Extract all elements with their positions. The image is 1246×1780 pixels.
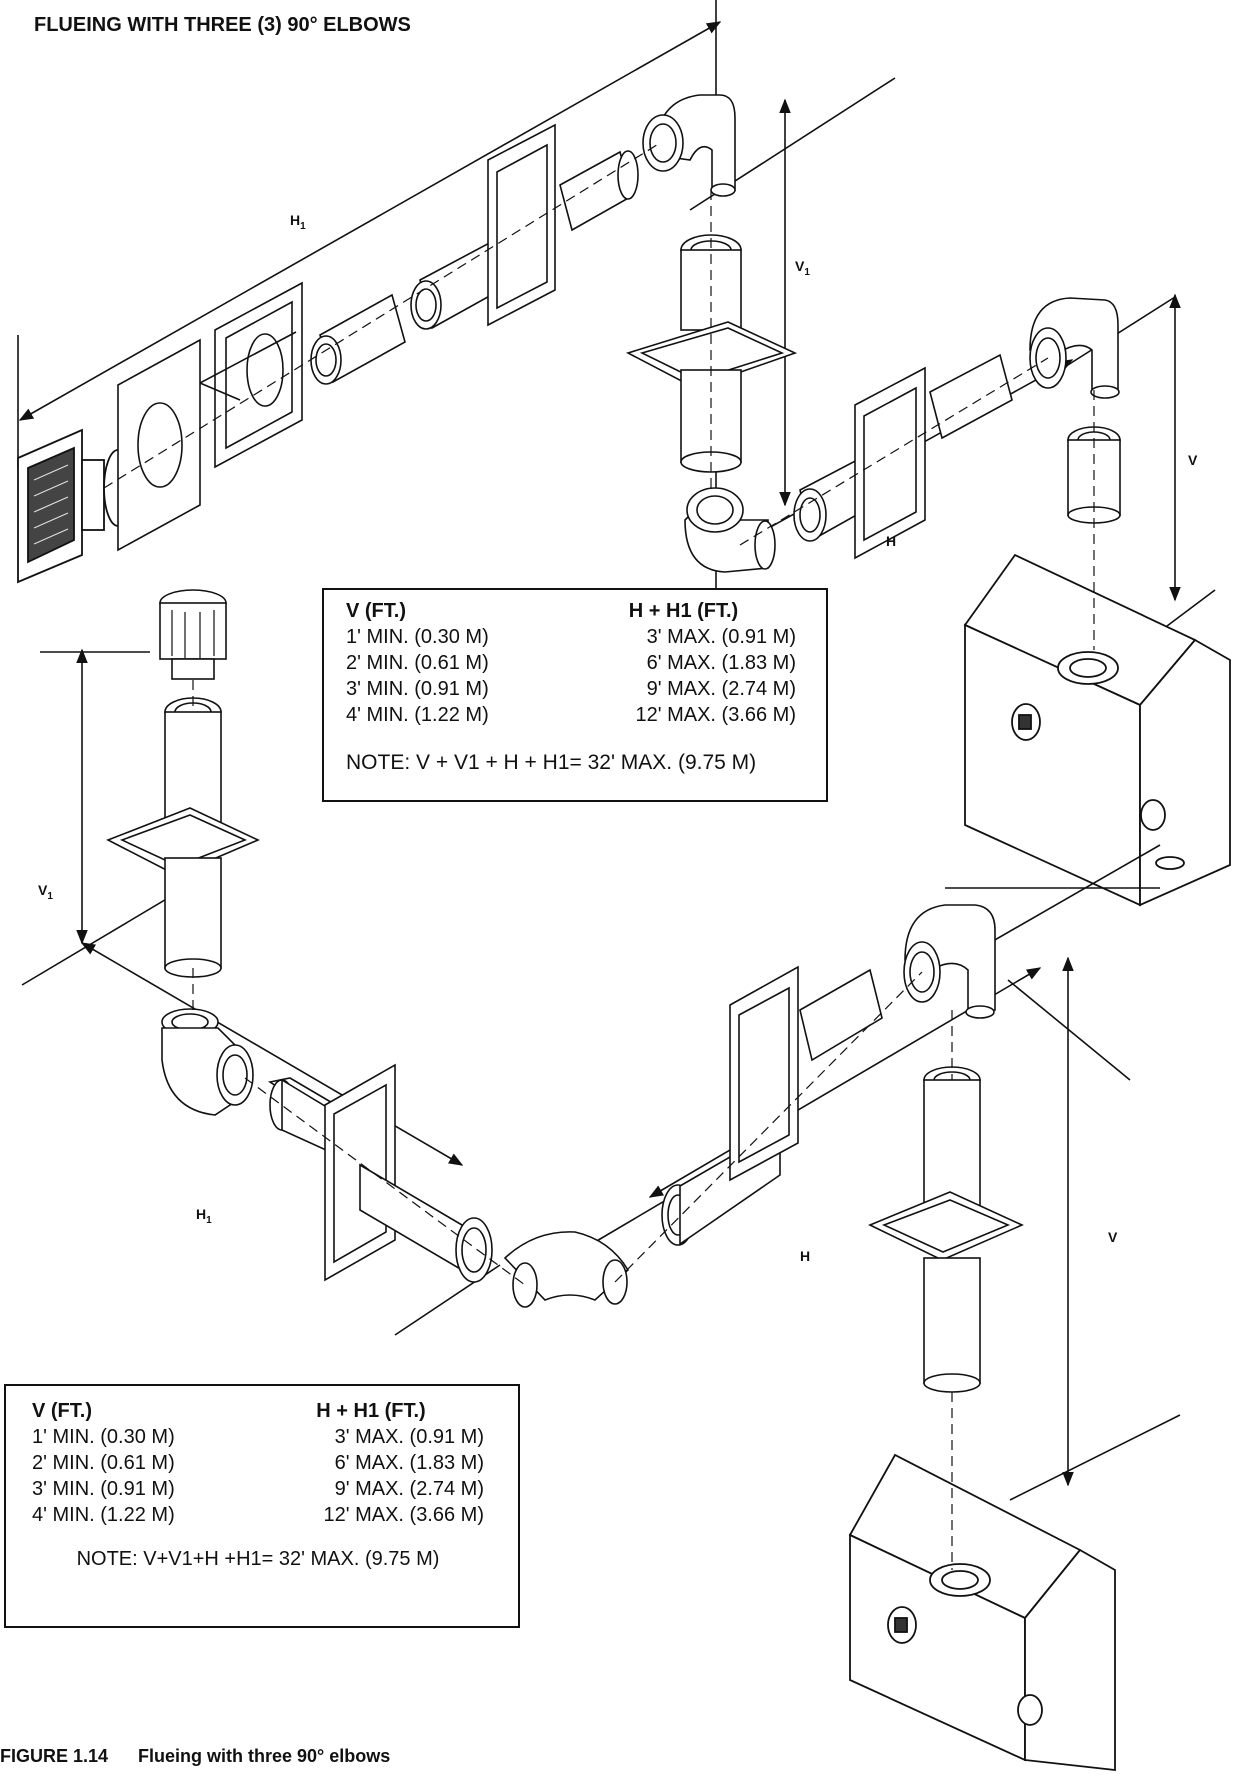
label-v1-top: V1	[795, 258, 810, 278]
table-row: 1' MIN. (0.30 M) 3' MAX. (0.91 M)	[346, 624, 796, 650]
col-v-header: V (FT.)	[32, 1400, 92, 1422]
table-cell: 3' MIN. (0.91 M)	[32, 1478, 175, 1500]
table-cell: 2' MIN. (0.61 M)	[32, 1452, 175, 1474]
table-cell: 1' MIN. (0.30 M)	[346, 626, 489, 648]
top-centerlines	[103, 142, 1095, 650]
diagram-title: FLUEING WITH THREE (3) 90° ELBOWS	[34, 14, 411, 36]
bottom-dimension-lines	[21, 648, 1181, 1501]
bottom-right-vertical	[868, 1066, 1024, 1393]
table-cell: 3' MAX. (0.91 M)	[646, 626, 796, 648]
table-cell: 4' MIN. (1.22 M)	[346, 704, 489, 726]
table-row: 2' MIN. (0.61 M) 6' MAX. (1.83 M)	[32, 1450, 484, 1476]
top-fireplace-unit	[963, 553, 1231, 907]
bottom-horizontal-left	[267, 1063, 493, 1283]
top-elbow-lower	[684, 487, 776, 573]
table-row: 1' MIN. (0.30 M) 3' MAX. (0.91 M)	[32, 1424, 484, 1450]
table-cell: 12' MAX. (3.66 M)	[635, 704, 796, 726]
table-note: NOTE: V + V1 + H + H1= 32' MAX. (9.75 M)	[346, 751, 757, 774]
col-h-header: H + H1 (FT.)	[628, 600, 739, 622]
table-row: 3' MIN. (0.91 M) 9' MAX. (2.74 M)	[346, 676, 796, 702]
bottom-vertical-stack	[106, 589, 260, 978]
label-h-bottom: H	[800, 1248, 811, 1264]
bottom-elbow-left	[161, 1008, 254, 1116]
bottom-centerlines	[192, 680, 953, 1570]
label-h-top: H	[886, 533, 897, 549]
spec-table-bottom: V (FT.) H + H1 (FT.) 1' MIN. (0.30 M) 3' …	[4, 1384, 520, 1628]
col-h-header: H + H1 (FT.)	[316, 1400, 426, 1422]
spec-table-top: V (FT.) H + H1 (FT.) 1' MIN. (0.30 M) 3' …	[322, 588, 828, 802]
table-note: NOTE: V+V1+H +H1= 32' MAX. (9.75 M)	[76, 1548, 440, 1570]
wall-thimble-outer	[199, 281, 303, 469]
table-cell: 3' MIN. (0.91 M)	[346, 678, 489, 700]
label-h1-bottom: H1	[196, 1206, 212, 1226]
label-v-bottom: V	[1108, 1229, 1118, 1245]
table-cell: 9' MAX. (2.74 M)	[334, 1478, 484, 1500]
table-row: 2' MIN. (0.61 M) 6' MAX. (1.83 M)	[346, 650, 796, 676]
table-row: 4' MIN. (1.22 M) 12' MAX. (3.66 M)	[346, 702, 796, 728]
table-header: V (FT.) H + H1 (FT.)	[32, 1398, 484, 1424]
figure-caption-text: Flueing with three 90° elbows	[138, 1746, 391, 1766]
bottom-fireplace-unit	[848, 1453, 1116, 1772]
label-v1-bottom: V1	[38, 882, 53, 902]
table-cell: 6' MAX. (1.83 M)	[646, 652, 796, 674]
table-cell: 6' MAX. (1.83 M)	[334, 1452, 484, 1474]
label-h1-top: H1	[290, 212, 306, 232]
col-v-header: V (FT.)	[346, 600, 406, 622]
label-v-top: V	[1188, 452, 1198, 468]
bottom-horizontal-right	[661, 965, 883, 1246]
figure-number: FIGURE 1.14	[0, 1746, 109, 1766]
top-horizontal-pipes-right	[793, 353, 1013, 560]
top-horizontal-pipes	[310, 123, 639, 385]
table-cell: 4' MIN. (1.22 M)	[32, 1504, 175, 1526]
table-cell: 2' MIN. (0.61 M)	[346, 652, 489, 674]
table-cell: 1' MIN. (0.30 M)	[32, 1426, 175, 1448]
wall-terminal-cap	[17, 428, 133, 584]
wall-plate-outer	[117, 338, 201, 552]
table-row: 4' MIN. (1.22 M) 12' MAX. (3.66 M)	[32, 1502, 484, 1528]
table-cell: 12' MAX. (3.66 M)	[323, 1504, 484, 1526]
table-header: V (FT.) H + H1 (FT.)	[346, 598, 796, 624]
table-cell: 3' MAX. (0.91 M)	[334, 1426, 484, 1448]
top-elbow-upper	[642, 94, 736, 197]
bottom-elbow-middle	[503, 1231, 630, 1308]
table-row: 3' MIN. (0.91 M) 9' MAX. (2.74 M)	[32, 1476, 484, 1502]
top-right-elbow	[1029, 297, 1121, 524]
figure-caption: FIGURE 1.14 Flueing with three 90° elbow…	[0, 1746, 390, 1767]
bottom-elbow-right	[903, 904, 996, 1019]
table-cell: 9' MAX. (2.74 M)	[646, 678, 796, 700]
